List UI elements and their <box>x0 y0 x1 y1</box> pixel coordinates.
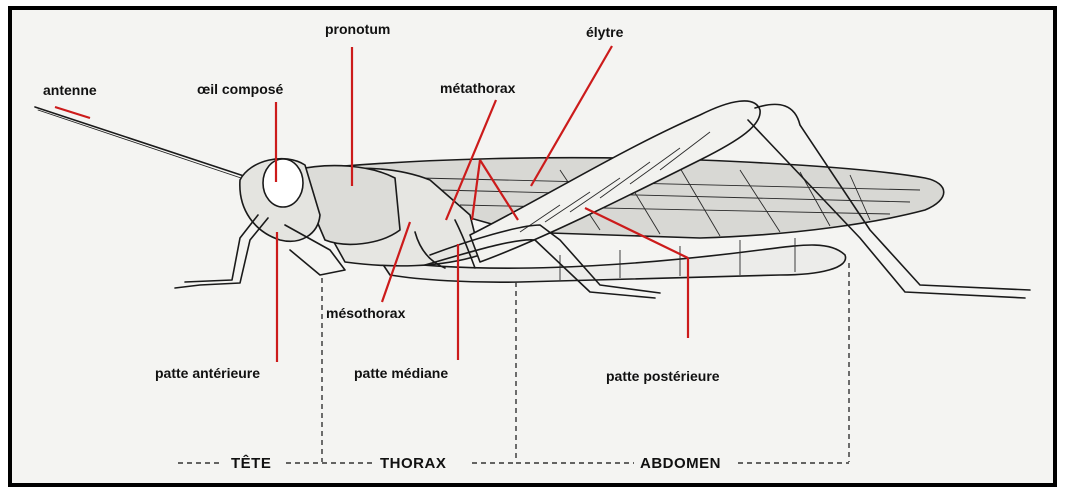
section-dividers <box>178 263 849 463</box>
section-label-thorax: THORAX <box>380 455 446 472</box>
grasshopper-illustration <box>35 101 1030 298</box>
label-patte-posterieure: patte postérieure <box>606 368 720 384</box>
section-label-tete: TÊTE <box>231 454 271 472</box>
section-label-abdomen: ABDOMEN <box>640 455 721 472</box>
label-metathorax: métathorax <box>440 80 516 96</box>
label-patte-mediane: patte médiane <box>354 365 448 381</box>
label-oeil-compose: œil composé <box>197 81 284 97</box>
grasshopper-diagram: antenne œil composé pronotum élytre méta… <box>12 10 1053 483</box>
label-antenne: antenne <box>43 82 97 98</box>
label-elytre: élytre <box>586 24 624 40</box>
label-mesothorax: mésothorax <box>326 305 406 321</box>
compound-eye-drawing <box>263 159 303 207</box>
diagram-frame: antenne œil composé pronotum élytre méta… <box>8 6 1057 487</box>
antenna-drawing <box>35 107 250 178</box>
label-patte-anterieure: patte antérieure <box>155 365 260 381</box>
label-pronotum: pronotum <box>325 21 390 37</box>
